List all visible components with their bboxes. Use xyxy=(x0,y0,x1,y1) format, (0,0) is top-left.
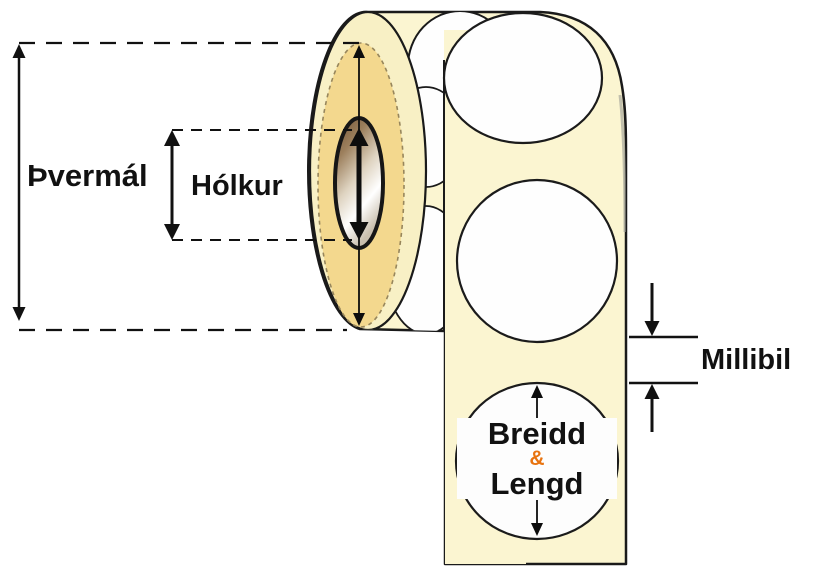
label-sticker-top xyxy=(442,11,604,145)
face-diameter-arrowhead-down xyxy=(353,313,365,326)
label-width-text: Breidd xyxy=(457,418,617,449)
label-sticker-middle xyxy=(455,178,619,344)
core-dimension xyxy=(164,129,352,241)
label-size-arrowhead-up xyxy=(531,385,543,398)
diameter-label: Þvermál xyxy=(27,158,148,193)
core-hole-arrowhead-down xyxy=(349,222,369,240)
label-length-text: Lengd xyxy=(457,468,617,499)
core-dim-arrowhead-up xyxy=(164,130,180,146)
gap-dimension xyxy=(629,283,698,432)
diameter-arrowhead-down xyxy=(12,307,26,321)
diameter-dimension xyxy=(12,41,362,332)
diameter-arrowhead-up xyxy=(12,44,26,58)
face-arrows xyxy=(349,45,369,326)
gap-label: Millibil xyxy=(701,344,792,376)
label-ampersand-text: & xyxy=(457,448,617,469)
label-size-arrowhead-down xyxy=(531,523,543,536)
core-label: Hólkur xyxy=(191,170,283,202)
core-dim-arrowhead-down xyxy=(164,224,180,240)
core-hole-arrowhead-up xyxy=(349,128,369,146)
gap-arrowhead-up xyxy=(644,384,660,399)
face-diameter-arrowhead-up xyxy=(353,45,365,58)
gap-arrowhead-down xyxy=(644,321,660,336)
roll-edge-shading xyxy=(618,94,626,233)
label-size-text: Breidd & Lengd xyxy=(457,418,617,499)
label-size-dimension xyxy=(531,385,543,536)
